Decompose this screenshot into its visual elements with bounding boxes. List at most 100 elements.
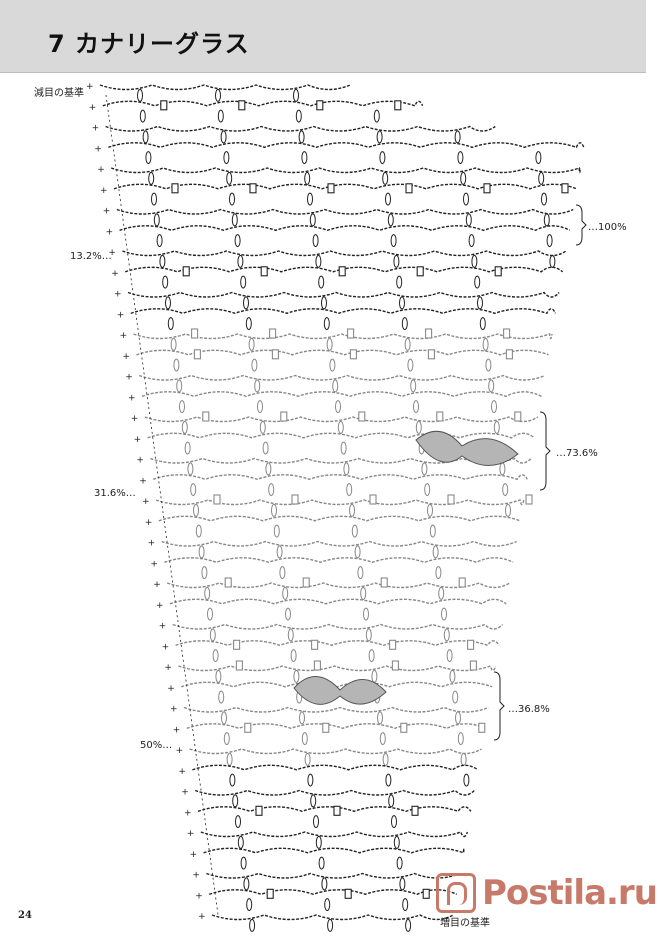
bracket-36-8 [493, 671, 505, 741]
stitch-group [209, 628, 216, 642]
stitch-group [337, 420, 344, 434]
puff-stitch [478, 722, 486, 733]
stitch-group [452, 690, 459, 704]
stitch-group [449, 669, 456, 683]
stitch-group [257, 400, 263, 414]
stitch-group [427, 503, 433, 517]
stitch-group [326, 337, 333, 351]
stitch-group [479, 317, 486, 331]
stitch-group [391, 815, 397, 829]
stitch-group [455, 711, 461, 725]
row-marker: + [100, 186, 108, 196]
puff-stitch [349, 349, 357, 360]
chain-row [124, 266, 564, 273]
stitch-group [460, 752, 467, 766]
puff-stitch [224, 577, 232, 588]
chain-row [197, 806, 472, 813]
row-marker: + [94, 144, 102, 154]
chain-row [152, 474, 528, 481]
row-marker: + [89, 103, 97, 113]
stitch-group [335, 400, 341, 414]
row-marker: + [159, 622, 167, 632]
chain-row [164, 557, 514, 564]
puff-stitch [369, 494, 377, 505]
row-marker: + [108, 248, 116, 258]
stitch-group [477, 296, 483, 310]
chain-row [166, 582, 511, 589]
row-marker: + [111, 269, 119, 279]
percent-13-2-label: 13.2%… [70, 251, 112, 262]
puff-stitch [561, 183, 569, 194]
stitch-group [318, 275, 325, 289]
stitch-group [162, 275, 169, 289]
row-marker: + [139, 476, 147, 486]
bracket-100 [575, 204, 587, 246]
stitch-group [312, 234, 319, 248]
stitch-group [201, 566, 208, 580]
puff-stitch [380, 577, 388, 588]
stitch-group [365, 628, 372, 642]
stitch-group [354, 545, 361, 559]
row-marker: + [86, 82, 94, 92]
stitch-group [167, 317, 174, 331]
puff-stitch [291, 494, 299, 505]
watermark: Postila.ru [436, 870, 658, 916]
stitch-group [245, 317, 252, 331]
stitch-group [181, 420, 188, 434]
stitch-group [229, 773, 236, 787]
stitch-group [382, 752, 389, 766]
stitch-group [234, 234, 241, 248]
stitch-group [318, 856, 325, 870]
chain-row [133, 333, 553, 340]
puff-stitch [436, 411, 444, 422]
percent-73-6-label: …73.6% [556, 448, 598, 459]
stitch-group [385, 192, 391, 206]
stitch-group [393, 254, 400, 268]
stitch-group [218, 690, 225, 704]
stitch-group [246, 898, 253, 912]
stitch-group [259, 420, 266, 434]
puff-stitch [322, 722, 330, 733]
stitch-group [165, 296, 171, 310]
chain-row [108, 142, 585, 149]
stitch-group [454, 130, 461, 144]
stitch-group [229, 192, 235, 206]
puff-stitch [467, 639, 475, 650]
puff-stitch [266, 888, 274, 899]
puff-stitch [160, 100, 168, 111]
stitch-group [290, 649, 297, 663]
stitch-group [243, 877, 250, 891]
stitch-group [315, 254, 322, 268]
puff-stitch [505, 349, 513, 360]
stitch-group [463, 192, 469, 206]
stitch-group [485, 358, 492, 372]
row-marker: + [195, 891, 203, 901]
puff-stitch [483, 183, 491, 194]
bottom-reference-label: 増目の基準 [440, 918, 490, 929]
chain-row [200, 831, 469, 838]
stitch-group [173, 358, 180, 372]
stitch-group [226, 752, 233, 766]
stitch-group [304, 752, 311, 766]
stitch-group [176, 379, 183, 393]
stitch-group [193, 503, 199, 517]
row-marker: + [167, 684, 175, 694]
watermark-text: Postila.ru [482, 873, 658, 913]
stitch-group [313, 815, 319, 829]
percent-50-label: 50%… [140, 740, 173, 751]
stitch-group [276, 545, 283, 559]
row-marker: + [162, 642, 170, 652]
row-marker: + [192, 871, 200, 881]
stitch-group [235, 815, 241, 829]
chain-row [211, 914, 454, 921]
chain-row [141, 391, 542, 398]
stitch-group [505, 503, 511, 517]
puff-stitch [514, 411, 522, 422]
stitch-group [546, 234, 553, 248]
puff-stitch [269, 328, 277, 339]
stitch-group [310, 794, 317, 808]
stitch-group [438, 586, 445, 600]
puff-stitch [416, 266, 424, 277]
stitch-group [324, 898, 331, 912]
stitch-group [543, 213, 550, 227]
